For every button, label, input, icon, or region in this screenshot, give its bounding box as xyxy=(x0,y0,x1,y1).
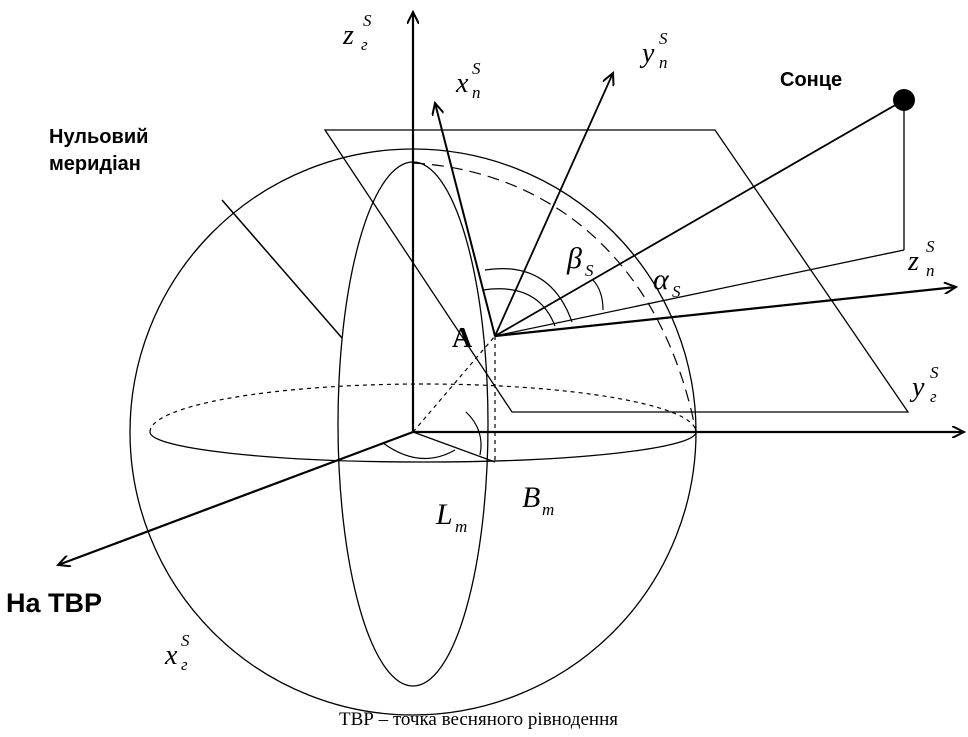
horizon-plane xyxy=(323,129,910,413)
label-B-sub: m xyxy=(542,500,554,519)
label-x-hor-sub: п xyxy=(472,83,481,102)
meridian-pointer xyxy=(221,199,343,339)
label-x-hor-sup: S xyxy=(472,59,481,78)
label-B: B xyxy=(522,481,540,514)
label-z-geo: z xyxy=(342,20,354,51)
angle-arc-B xyxy=(465,411,482,456)
sun-projection xyxy=(494,249,905,337)
label-y-geo-sub: г xyxy=(930,387,937,406)
label-L-sub: m xyxy=(455,517,467,536)
local-meridian xyxy=(412,162,697,433)
label-z-geo-sub: г xyxy=(361,35,368,54)
label-z-hor-sub: п xyxy=(926,261,935,280)
equator-back xyxy=(149,383,697,433)
label-x-geo: x xyxy=(164,640,178,671)
label-L: L xyxy=(435,498,453,531)
label-beta: β xyxy=(566,242,582,275)
label-x-hor: x xyxy=(455,68,469,99)
x-hor-axis xyxy=(435,103,496,337)
radius-OA xyxy=(412,335,496,433)
label-x-geo-sub: г xyxy=(181,655,188,674)
label-z-hor: z xyxy=(907,246,919,277)
label-z-geo-sup: S xyxy=(363,11,372,30)
label-y-geo-sup: S xyxy=(930,363,939,382)
angle-arc-beta-1 xyxy=(484,268,573,323)
label-x-geo-sup: S xyxy=(181,631,190,650)
z-hor-axis xyxy=(494,287,956,338)
label-y-hor: y xyxy=(639,38,655,69)
caption: ТВР – точка весняного рівнодення xyxy=(339,709,618,730)
equator-chord xyxy=(412,431,496,463)
angle-arc-alpha xyxy=(592,279,604,311)
sun-direction xyxy=(494,99,905,337)
label-point-A: A xyxy=(452,323,473,354)
angle-arc-L xyxy=(382,442,456,460)
angle-arc-beta-2 xyxy=(482,288,556,327)
label-to-vernal: На ТВР xyxy=(6,588,102,618)
label-alpha: α xyxy=(653,263,670,296)
equator-front xyxy=(149,431,697,463)
label-sun: Сонце xyxy=(780,69,842,91)
label-z-hor-sup: S xyxy=(926,237,935,256)
label-meridian-2: меридіан xyxy=(49,153,141,175)
label-y-geo: y xyxy=(909,372,925,403)
y-hor-axis xyxy=(494,73,613,337)
x-geo-axis xyxy=(58,430,414,565)
label-y-hor-sup: S xyxy=(659,29,668,48)
sun-marker xyxy=(893,89,915,111)
label-y-hor-sub: п xyxy=(659,53,668,72)
label-beta-sub: S xyxy=(585,261,594,280)
label-alpha-sub: S xyxy=(672,282,681,301)
label-meridian-1: Нульовий xyxy=(49,126,148,148)
